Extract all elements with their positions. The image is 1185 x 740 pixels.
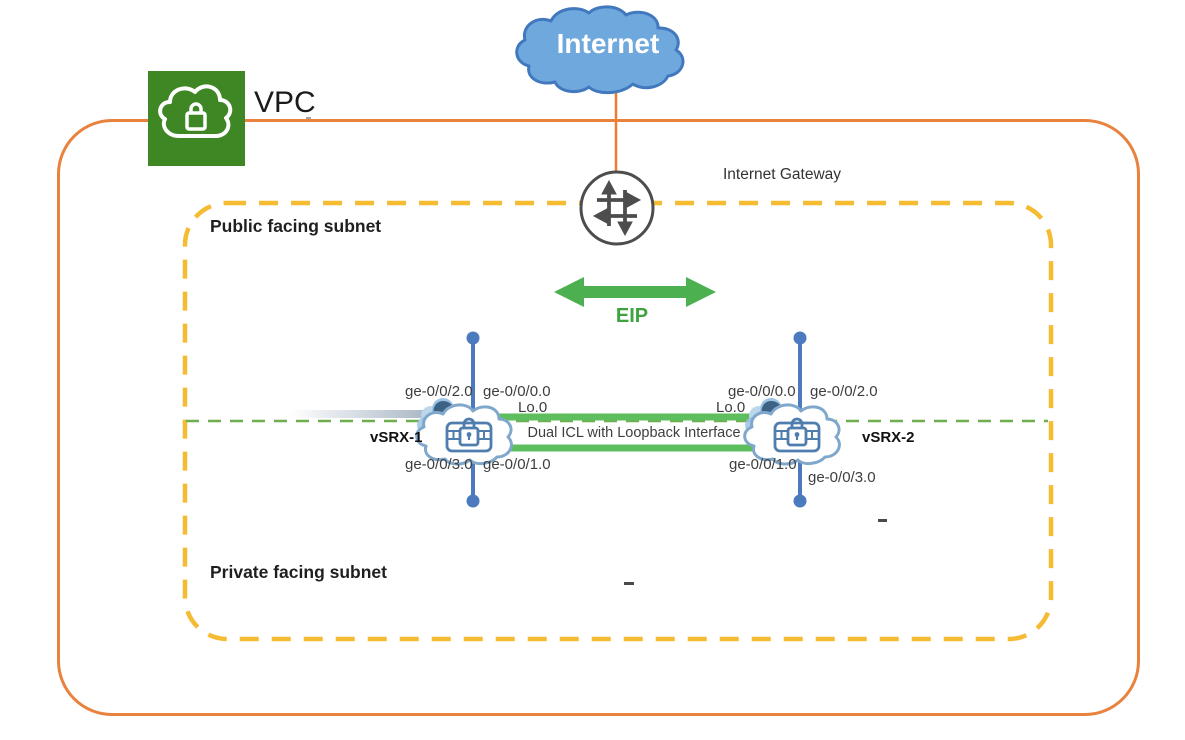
stray-mark bbox=[306, 117, 311, 119]
eip-label: EIP bbox=[615, 305, 649, 327]
vsrx2-loopback-label: Lo.0 bbox=[716, 399, 746, 416]
icl-link-bottom bbox=[495, 444, 769, 452]
eip-arrow-icon bbox=[554, 277, 716, 307]
vsrx2-icon bbox=[743, 398, 841, 466]
vsrx1-if-top-left: ge-0/0/2.0 bbox=[405, 383, 473, 400]
stray-mark bbox=[878, 519, 887, 522]
internet-cloud-icon bbox=[515, 5, 685, 95]
vsrx2-name-label: vSRX-2 bbox=[862, 429, 915, 446]
internet-label: Internet bbox=[556, 28, 660, 59]
vsrx1-name-label: vSRX-1 bbox=[370, 429, 423, 446]
faded-link-segment bbox=[290, 410, 430, 418]
internet-gateway-icon bbox=[579, 170, 655, 246]
icl-link-top bbox=[495, 413, 767, 421]
vsrx1-if-bottom-left: ge-0/0/3.0 bbox=[405, 456, 473, 473]
vpc-label: VPC bbox=[254, 86, 316, 119]
vsrx2-if-top-right: ge-0/0/2.0 bbox=[810, 383, 878, 400]
stray-mark bbox=[624, 582, 634, 585]
vsrx1-if-bottom-right: ge-0/0/1.0 bbox=[483, 456, 551, 473]
icl-label: Dual ICL with Loopback Interface bbox=[527, 425, 741, 441]
private-subnet-label: Private facing subnet bbox=[210, 562, 387, 582]
vsrx2-if-top-left: ge-0/0/0.0 bbox=[728, 383, 796, 400]
vsrx1-loopback-label: Lo.0 bbox=[518, 399, 548, 416]
vsrx2-if-bottom-right: ge-0/0/3.0 bbox=[808, 469, 876, 486]
firewall-lock-icon bbox=[773, 417, 821, 453]
firewall-lock-icon bbox=[445, 417, 493, 453]
vpc-icon bbox=[148, 71, 245, 166]
internet-gateway-label: Internet Gateway bbox=[723, 166, 842, 183]
vsrx1-icon bbox=[415, 398, 513, 466]
public-subnet-label: Public facing subnet bbox=[210, 216, 382, 236]
vpc-boundary bbox=[57, 119, 1140, 716]
vsrx2-if-bottom-left: ge-0/0/1.0 bbox=[729, 456, 797, 473]
vsrx1-if-top-right: ge-0/0/0.0 bbox=[483, 383, 551, 400]
